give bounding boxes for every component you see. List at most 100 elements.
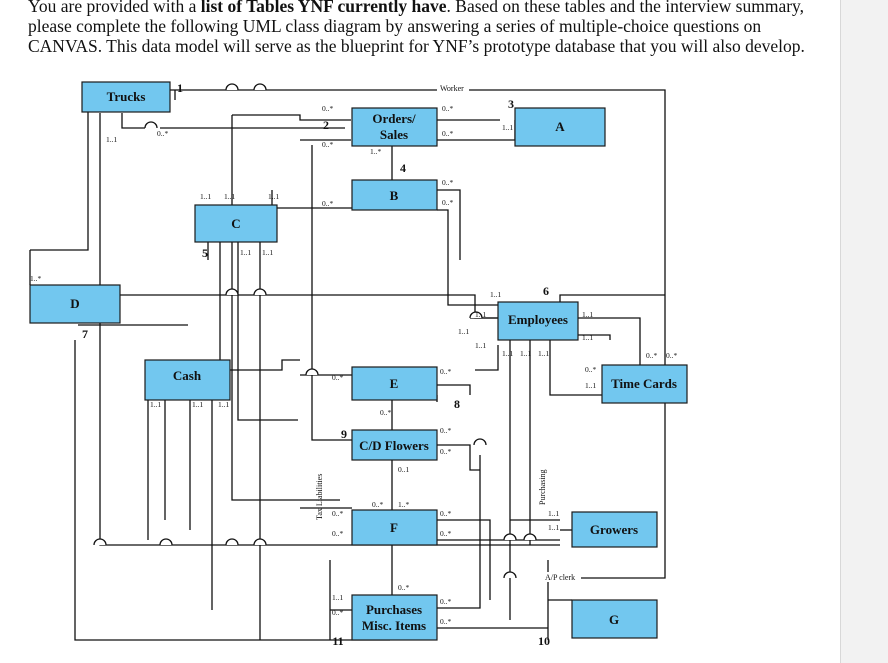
number-11: 11 <box>332 634 343 648</box>
growers-box <box>571 511 658 548</box>
number-9: 9 <box>341 427 347 441</box>
class-boxes <box>29 81 688 641</box>
number-3: 3 <box>508 97 514 111</box>
mult-one-one: 1..1 <box>548 509 560 518</box>
uml-class-diagram: Trucks Orders/ Sales A B C D Employees C… <box>29 81 688 648</box>
multiplicity-labels: 0..* 0..* 1..1 0..* 0..* 0..* 1..1 1..* … <box>30 104 678 626</box>
number-5: 5 <box>202 246 208 260</box>
mult-one-one: 1..1 <box>224 192 236 201</box>
cash-label: Cash <box>173 368 202 383</box>
orders-sales-label-line2: Sales <box>380 127 408 142</box>
number-10: 10 <box>538 634 550 648</box>
mult-one-one: 1..1 <box>458 327 470 336</box>
mult-one-one: 1..1 <box>585 381 597 390</box>
mult-zero-many: 0..* <box>322 140 334 149</box>
purchases-label-line2: Misc. Items <box>362 618 426 633</box>
mult-zero-many: 0..* <box>440 367 452 376</box>
orders-sales-box <box>351 107 438 147</box>
number-7: 7 <box>82 327 88 341</box>
mult-zero-many: 0..* <box>398 583 410 592</box>
worker-label: Worker <box>440 84 464 93</box>
f-label: F <box>390 520 398 535</box>
c-label: C <box>231 216 240 231</box>
side-panel <box>840 0 888 663</box>
mult-zero-many: 0..* <box>440 597 452 606</box>
mult-zero-many: 0..* <box>322 104 334 113</box>
mult-one-one: 1..1 <box>218 400 230 409</box>
mult-one-one: 1..1 <box>475 341 487 350</box>
mult-zero-many: 0..* <box>442 104 454 113</box>
time-cards-label: Time Cards <box>611 376 677 391</box>
mult-one-one: 1..1 <box>150 400 162 409</box>
mult-zero-many: 0..* <box>440 509 452 518</box>
mult-one-one: 1..1 <box>538 349 550 358</box>
g-label: G <box>609 612 619 627</box>
mult-one-many: 1..* <box>398 500 410 509</box>
d-label: D <box>70 296 79 311</box>
mult-one-many: 1..* <box>30 274 42 283</box>
intro-text-start: You are provided with a <box>28 0 201 16</box>
intro-text-bold: list of Tables YNF currently have <box>200 0 447 16</box>
mult-one-one: 1..1 <box>520 349 532 358</box>
tax-liabilities-label: Tax Liabilities <box>315 474 324 520</box>
mult-one-one: 1..1 <box>490 290 502 299</box>
mult-zero-many: 0..* <box>585 365 597 374</box>
e-label: E <box>390 376 399 391</box>
mult-zero-many: 0..* <box>442 178 454 187</box>
cd-flowers-box <box>351 429 438 461</box>
mult-one-one: 1..1 <box>475 310 487 319</box>
line-crossing-hops <box>93 83 537 579</box>
mult-zero-many: 0..* <box>440 617 452 626</box>
mult-one-one: 1..1 <box>192 400 204 409</box>
purchasing-label: Purchasing <box>538 469 547 505</box>
cd-flowers-label: C/D Flowers <box>359 438 429 453</box>
mult-zero-many: 0..* <box>157 129 169 138</box>
class-labels: Trucks Orders/ Sales A B C D Employees C… <box>70 89 677 633</box>
mult-zero-many: 0..* <box>372 500 384 509</box>
number-8: 8 <box>454 397 460 411</box>
mult-zero-many: 0..* <box>442 129 454 138</box>
mult-zero-one: 0..1 <box>398 465 410 474</box>
ap-clerk-label: A/P clerk <box>545 573 575 582</box>
mult-zero-many: 0..* <box>440 529 452 538</box>
mult-one-many: 1..* <box>370 147 382 156</box>
mult-zero-many: 0..* <box>440 447 452 456</box>
association-lines <box>29 89 666 641</box>
intro-paragraph: You are provided with a list of Tables Y… <box>28 0 818 56</box>
question-numbers: 1 2 3 4 5 6 7 8 9 10 11 <box>82 81 550 648</box>
mult-one-one: 1..1 <box>268 192 280 201</box>
mult-one-one: 1..1 <box>332 593 344 602</box>
mult-zero-many: 0..* <box>332 529 344 538</box>
mult-one-one: 1..1 <box>502 349 514 358</box>
mult-one-one: 1..1 <box>200 192 212 201</box>
intro-text-end: . Based on these tables and the intervie… <box>28 0 805 56</box>
f-box <box>351 509 438 546</box>
trucks-box <box>81 81 171 113</box>
employees-label: Employees <box>508 312 568 327</box>
b-box <box>351 179 438 211</box>
number-1: 1 <box>177 81 183 95</box>
a-box <box>514 107 606 147</box>
d-box <box>29 284 121 324</box>
orders-sales-label-line1: Orders/ <box>372 111 416 126</box>
growers-label: Growers <box>590 522 638 537</box>
mult-one-one: 1..1 <box>262 248 274 257</box>
number-6: 6 <box>543 284 549 298</box>
mult-one-one: 1..1 <box>548 523 560 532</box>
mult-zero-many: 0..* <box>646 351 658 360</box>
mult-one-one: 1..1 <box>582 333 594 342</box>
mult-one-one: 1..1 <box>502 123 514 132</box>
a-label: A <box>555 119 565 134</box>
mult-zero-many: 0..* <box>332 373 344 382</box>
mult-one-one: 1..1 <box>240 248 252 257</box>
purchases-box <box>351 594 438 641</box>
mult-zero-many: 0..* <box>666 351 678 360</box>
time-cards-box <box>601 364 688 404</box>
purchases-label-line1: Purchases <box>366 602 422 617</box>
mult-zero-many: 0..* <box>332 509 344 518</box>
employees-box <box>497 301 579 341</box>
cash-box <box>144 359 231 401</box>
mult-zero-many: 0..* <box>332 608 344 617</box>
number-4: 4 <box>400 161 406 175</box>
mult-zero-many: 0..* <box>442 198 454 207</box>
